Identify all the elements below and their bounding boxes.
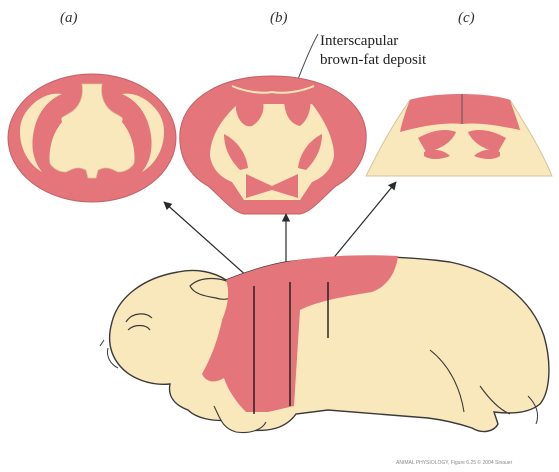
panel-label-c: (c) xyxy=(458,10,475,26)
callout-leader-line xyxy=(296,34,318,84)
cross-section-a xyxy=(8,74,176,202)
cross-section-c xyxy=(366,94,552,176)
callout-label-line-1: Interscapular xyxy=(320,33,398,49)
figure-credit: ANIMAL PHYSIOLOGY, Figure 6.25 © 2004 Si… xyxy=(396,459,513,466)
panel-label-a: (a) xyxy=(60,10,78,26)
callout-label-line-2: brown-fat deposit xyxy=(320,52,427,68)
panel-label-b: (b) xyxy=(270,10,288,26)
animal-body xyxy=(100,255,549,432)
cross-section-b xyxy=(180,76,366,214)
